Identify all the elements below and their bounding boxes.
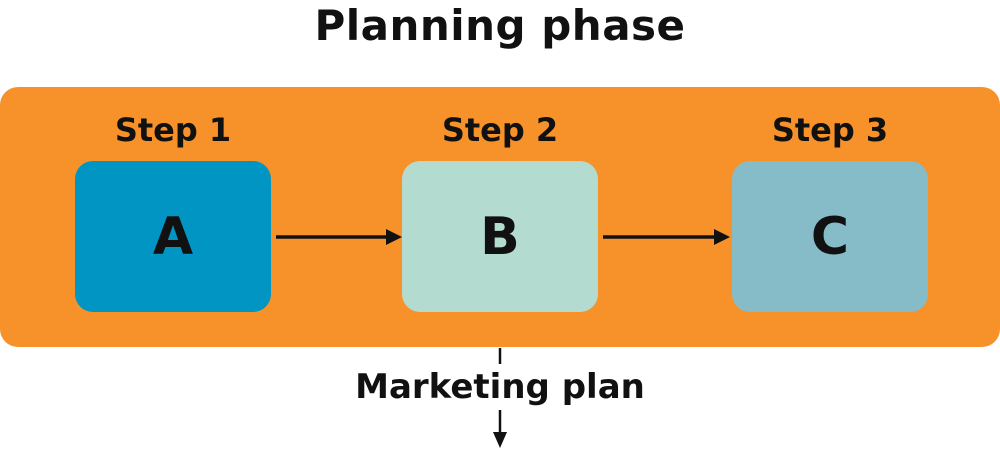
output-label: Marketing plan [355,367,645,407]
step-2-label: Step 2 [441,111,559,149]
step-3-label: Step 3 [771,111,889,149]
node-b: B [402,161,598,312]
node-c: C [732,161,928,312]
step-1-label: Step 1 [114,111,232,149]
diagram-title: Planning phase [314,1,686,50]
node-a: A [75,161,271,312]
